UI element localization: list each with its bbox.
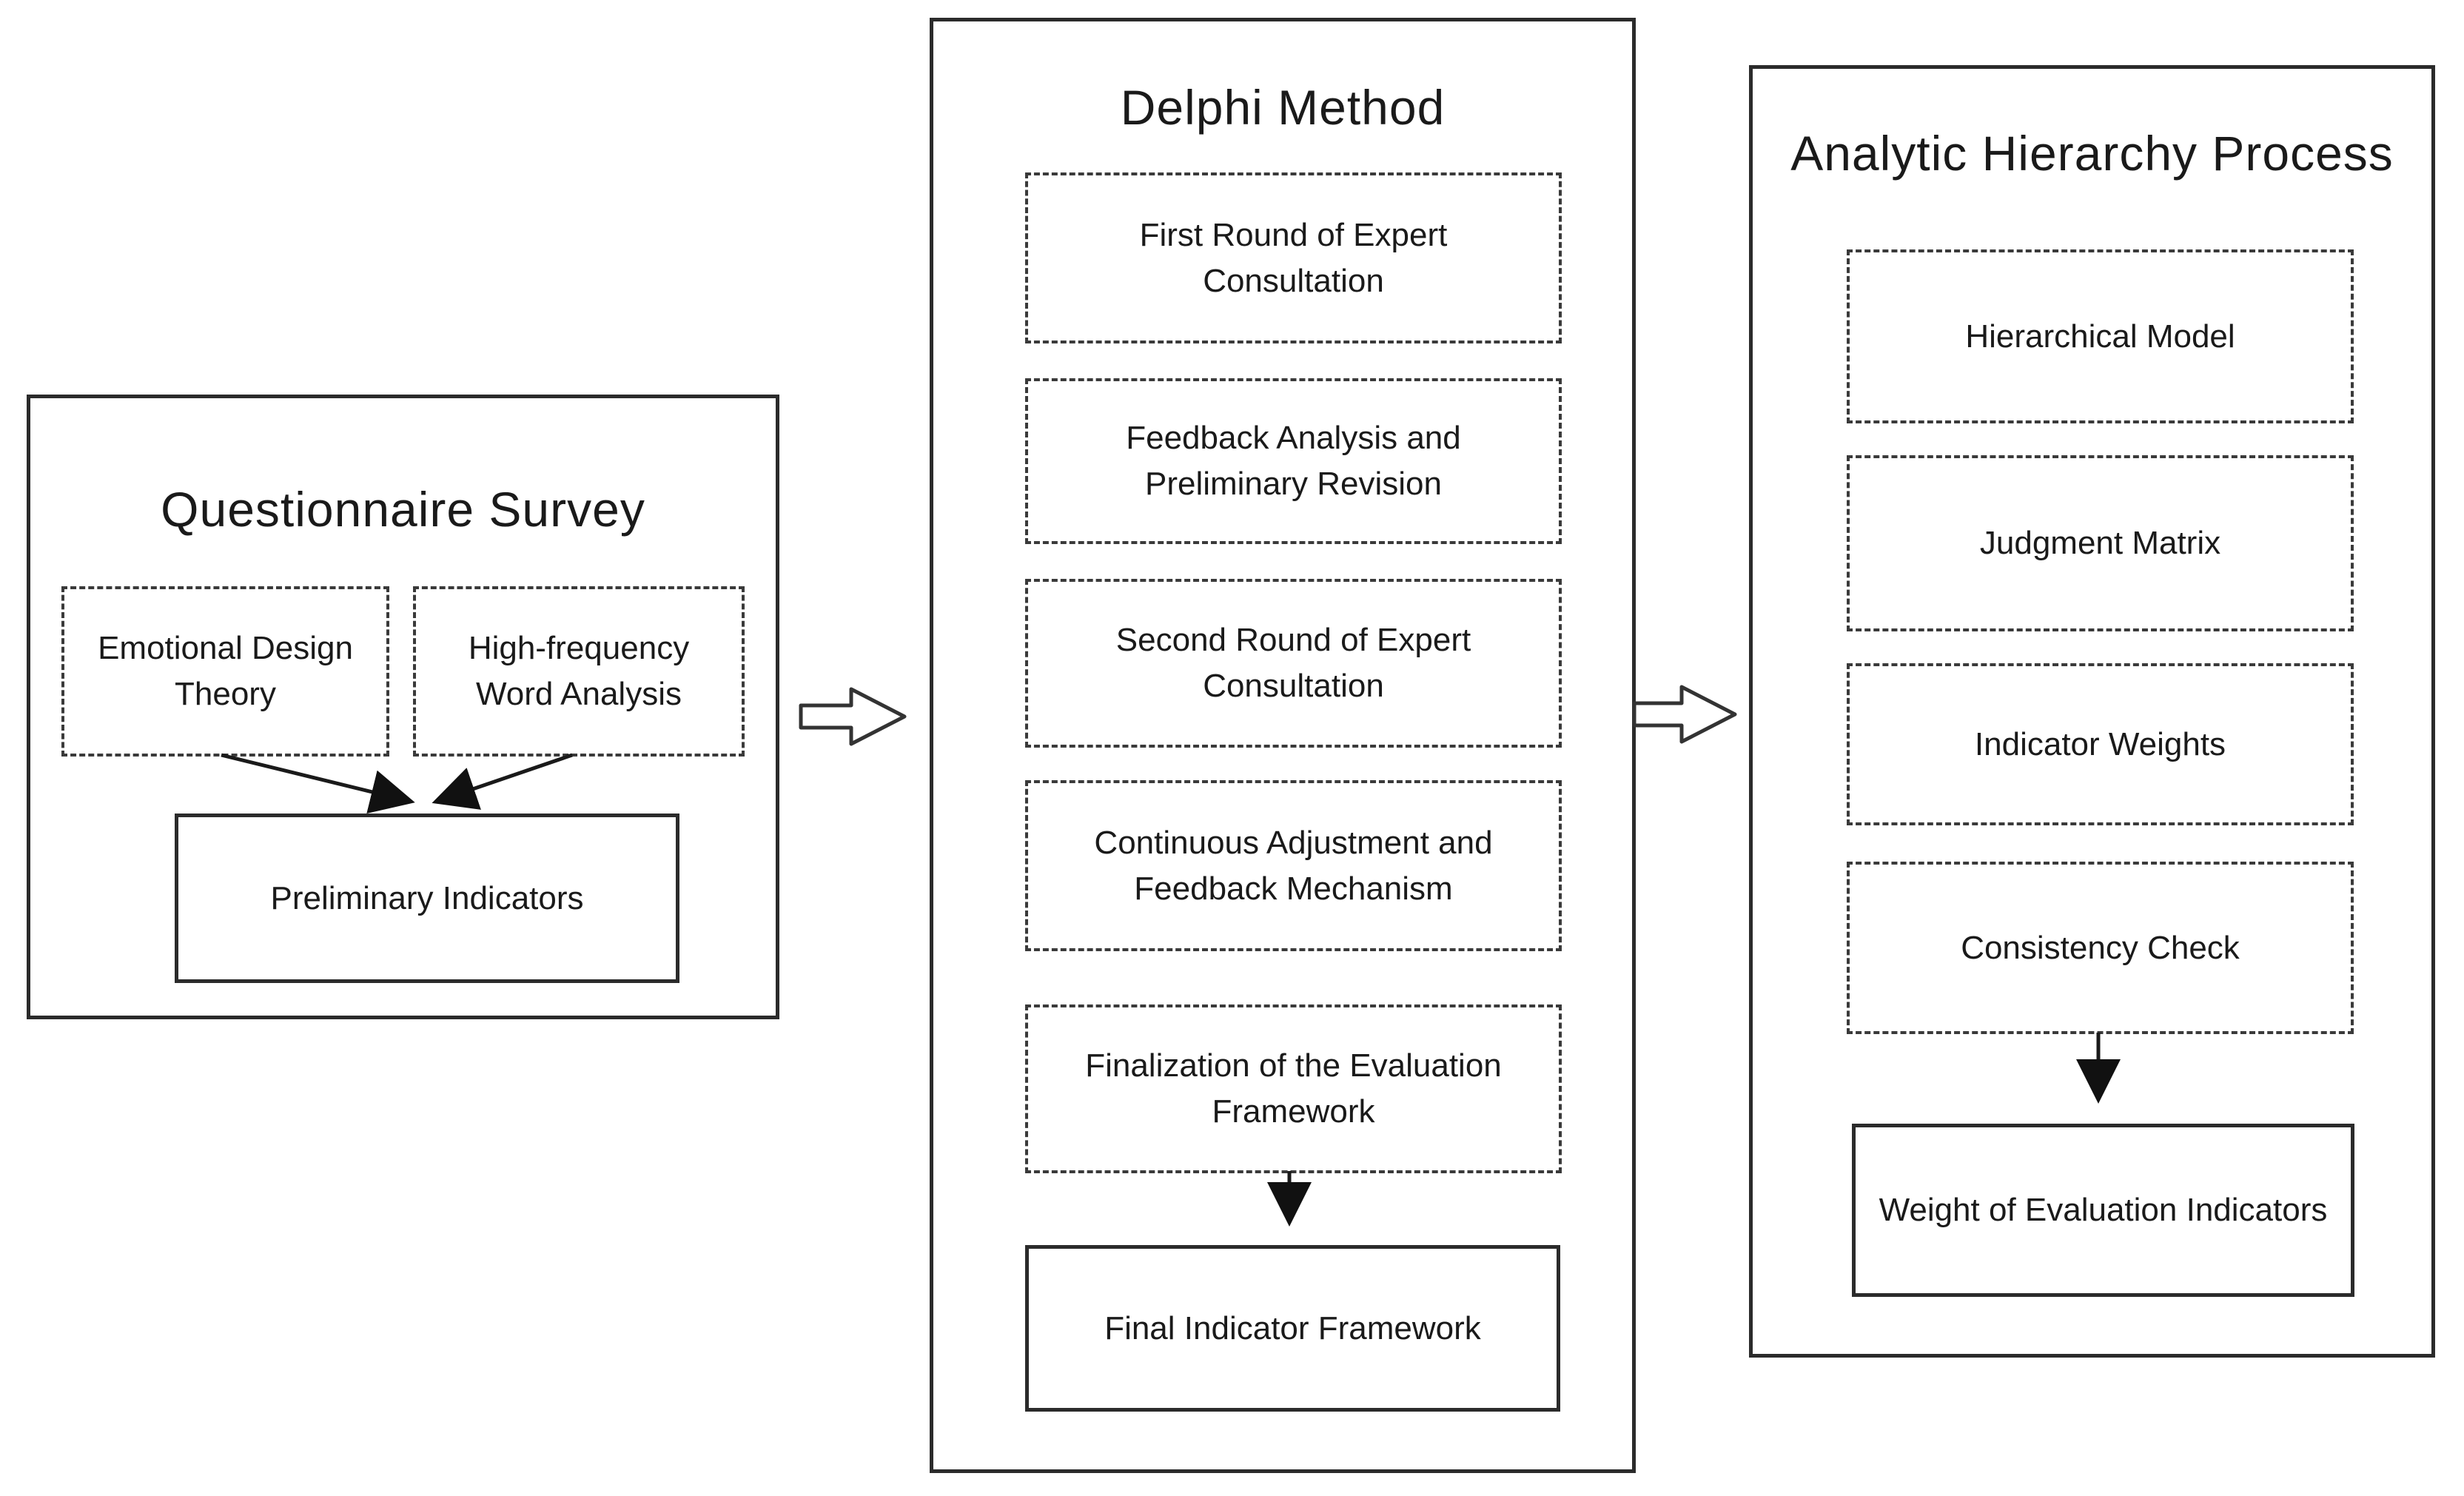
panel-title-analytic-hierarchy-process: Analytic Hierarchy Process bbox=[1790, 126, 2394, 181]
block-arrow-survey-to-delphi bbox=[799, 687, 907, 746]
panel-analytic-hierarchy-process: Analytic Hierarchy Process Hierarchical … bbox=[1749, 65, 2435, 1358]
box-hierarchical-model: Hierarchical Model bbox=[1847, 249, 2354, 423]
panel-questionnaire-survey: Questionnaire Survey Emotional Design Th… bbox=[27, 395, 779, 1019]
panel-delphi-method: Delphi Method First Round of Expert Cons… bbox=[930, 18, 1636, 1473]
box-preliminary-indicators: Preliminary Indicators bbox=[175, 814, 679, 983]
box-judgment-matrix: Judgment Matrix bbox=[1847, 455, 2354, 631]
box-first-round-expert-consultation: First Round of Expert Consultation bbox=[1025, 172, 1562, 343]
box-weight-of-evaluation-indicators: Weight of Evaluation Indicators bbox=[1852, 1124, 2354, 1297]
box-consistency-check: Consistency Check bbox=[1847, 862, 2354, 1034]
box-feedback-analysis-preliminary-revision: Feedback Analysis and Preliminary Revisi… bbox=[1025, 378, 1562, 544]
box-indicator-weights: Indicator Weights bbox=[1847, 663, 2354, 825]
box-emotional-design-theory: Emotional Design Theory bbox=[61, 586, 389, 757]
box-final-indicator-framework: Final Indicator Framework bbox=[1025, 1245, 1560, 1412]
box-finalization-evaluation-framework: Finalization of the Evaluation Framework bbox=[1025, 1004, 1562, 1173]
box-continuous-adjustment-feedback-mechanism: Continuous Adjustment and Feedback Mecha… bbox=[1025, 780, 1562, 951]
block-arrow-delphi-to-ahp bbox=[1632, 685, 1737, 744]
panel-title-delphi-method: Delphi Method bbox=[1120, 80, 1446, 135]
box-high-frequency-word-analysis: High-frequency Word Analysis bbox=[413, 586, 745, 757]
panel-title-questionnaire-survey: Questionnaire Survey bbox=[161, 482, 645, 537]
box-second-round-expert-consultation: Second Round of Expert Consultation bbox=[1025, 579, 1562, 748]
